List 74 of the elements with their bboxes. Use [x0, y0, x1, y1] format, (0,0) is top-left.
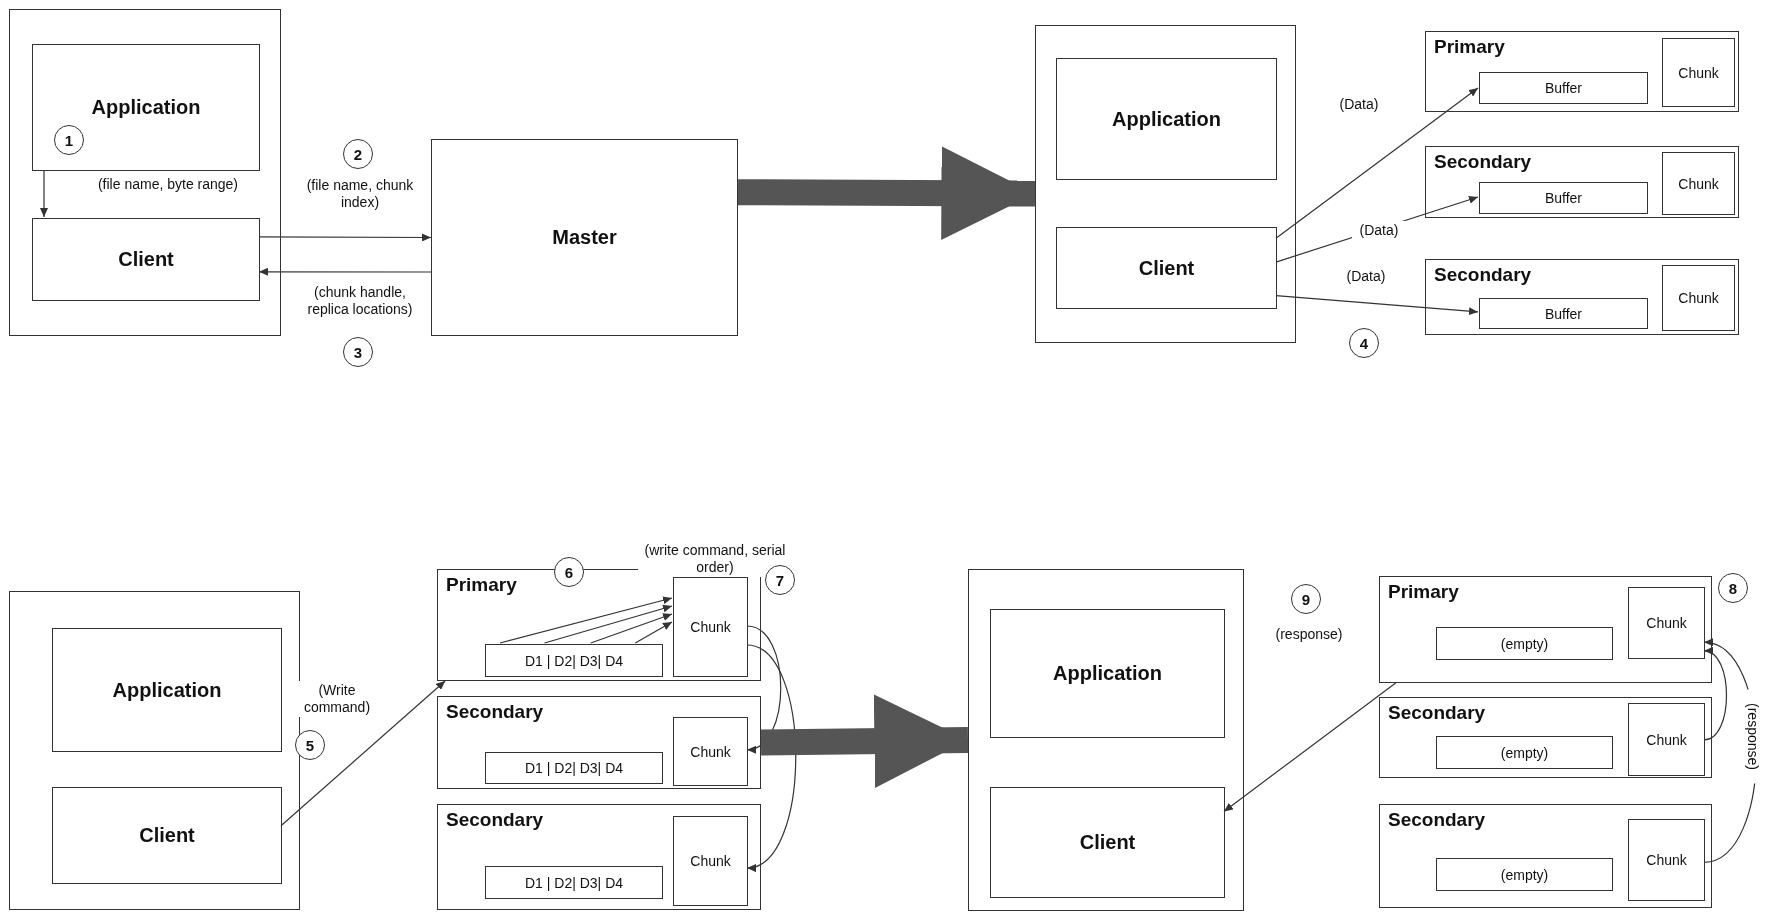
data-box: Chunk — [673, 816, 748, 906]
data-box: Chunk — [1628, 819, 1705, 901]
step-number: 2 — [343, 139, 373, 169]
machine-box — [9, 9, 281, 336]
box-heading: Secondary — [1434, 151, 1532, 173]
data-box: Buffer — [1479, 72, 1648, 104]
process-box: Client — [32, 218, 260, 301]
data-box: Chunk — [673, 717, 748, 786]
server-box — [1425, 146, 1739, 218]
arrow — [590, 613, 673, 644]
machine-box — [968, 569, 1244, 911]
arrow — [258, 267, 432, 276]
arrow — [634, 621, 673, 644]
box-heading: Secondary — [446, 809, 544, 831]
server-box — [1379, 576, 1712, 683]
block-arrow — [760, 694, 969, 788]
data-box: Chunk — [1662, 152, 1735, 215]
process-box: Client — [52, 787, 282, 884]
data-box: (empty) — [1436, 627, 1613, 660]
arrow — [746, 625, 782, 752]
box-heading: Primary — [446, 574, 517, 596]
edge-label: (response) — [1742, 689, 1762, 784]
step-number: 1 — [54, 125, 84, 155]
arrow — [746, 644, 797, 870]
arrow — [280, 680, 446, 827]
data-box: Chunk — [1628, 703, 1705, 776]
server-box — [1425, 259, 1739, 335]
block-arrow — [737, 146, 1036, 240]
process-box: Application — [52, 628, 282, 752]
data-box: Chunk — [1628, 587, 1705, 659]
step-number: 9 — [1291, 584, 1321, 614]
edge-label: (Data) — [1352, 221, 1406, 240]
data-box: D1 | D2| D3| D4 — [485, 866, 663, 899]
server-box — [437, 804, 761, 910]
machine-box — [1035, 25, 1296, 343]
step-number: 7 — [765, 565, 795, 595]
data-box: (empty) — [1436, 858, 1613, 891]
step-number: 4 — [1349, 328, 1379, 358]
data-box: (empty) — [1436, 736, 1613, 769]
process-box: Application — [1056, 58, 1277, 180]
arrow — [499, 596, 673, 644]
arrow — [1223, 682, 1397, 813]
step-number: 5 — [295, 730, 325, 760]
machine-box — [9, 591, 300, 910]
arrow — [1703, 649, 1728, 741]
data-box: Chunk — [1662, 38, 1735, 107]
data-box: Chunk — [673, 577, 748, 677]
box-heading: Secondary — [1388, 702, 1486, 724]
process-box: Application — [990, 609, 1225, 738]
server-box — [1379, 697, 1712, 778]
data-box: Buffer — [1479, 182, 1648, 214]
data-box: Buffer — [1479, 298, 1648, 329]
box-heading: Primary — [1388, 581, 1459, 603]
arrow — [258, 233, 432, 242]
step-number: 6 — [554, 557, 584, 587]
box-heading: Secondary — [446, 701, 544, 723]
data-box: Chunk — [1662, 265, 1735, 331]
data-box: D1 | D2| D3| D4 — [485, 752, 663, 784]
arrow — [40, 169, 48, 218]
step-number: 8 — [1718, 573, 1748, 603]
arrow — [543, 604, 673, 644]
box-heading: Primary — [1434, 36, 1505, 58]
server-box — [437, 696, 761, 789]
box-heading: Secondary — [1434, 264, 1532, 286]
step-number: 3 — [343, 337, 373, 367]
server-box — [1379, 804, 1712, 908]
process-box: Master — [431, 139, 738, 336]
arrow — [1275, 87, 1479, 239]
server-box — [1425, 31, 1739, 112]
box-heading: Secondary — [1388, 809, 1486, 831]
arrow — [1275, 295, 1479, 316]
process-box: Client — [1056, 227, 1277, 309]
process-box: Client — [990, 787, 1225, 898]
data-box: D1 | D2| D3| D4 — [485, 644, 663, 677]
